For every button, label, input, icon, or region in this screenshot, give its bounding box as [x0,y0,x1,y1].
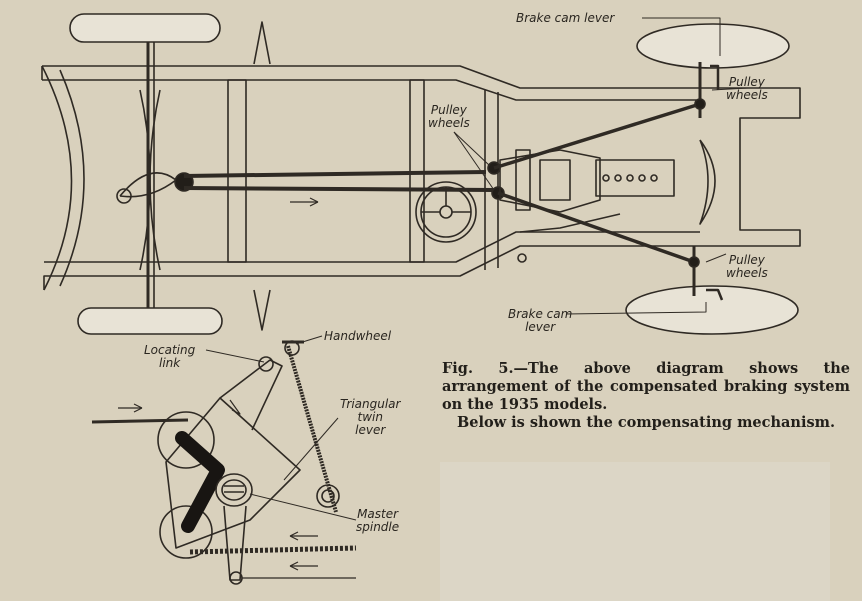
label-pulley-wheels-center: Pulley wheels [428,103,470,130]
label-locating-link: Locating link [144,343,196,370]
locating-link-pin [258,356,274,372]
pulley-rear-top [694,98,706,110]
label-master-spindle: Master spindle [356,507,400,534]
steering-wheel [415,181,477,243]
label-brake-cam-lever-top: Brake cam lever [516,11,615,25]
pulley-rear-bottom [688,256,700,268]
rear-wheel-top [636,23,790,69]
figure-caption: Fig. 5.—The above diagram shows the arra… [442,360,850,431]
caption-body: —The above diagram shows the arrangement… [442,360,850,413]
upper-pulley [157,411,215,469]
label-brake-cam-lever-bottom: Brake cam lever [508,307,573,334]
label-pulley-wheels-top: Pulley wheels [726,75,768,102]
label-handwheel: Handwheel [324,329,392,343]
front-wheel-top [69,13,221,43]
label-triangular-twin-lever: Triangular twin lever [340,397,401,437]
front-wheel-bottom [77,307,223,335]
rear-wheel-bottom [625,285,799,335]
lower-pulley [159,505,213,559]
compensating-mechanism [91,335,357,585]
caption-fig-number: Fig. 5. [442,360,514,377]
caption-last-line: Below is shown the compensating mechanis… [456,414,836,431]
blank-area [440,462,830,601]
label-pulley-wheels-bottom: Pulley wheels [726,253,768,280]
